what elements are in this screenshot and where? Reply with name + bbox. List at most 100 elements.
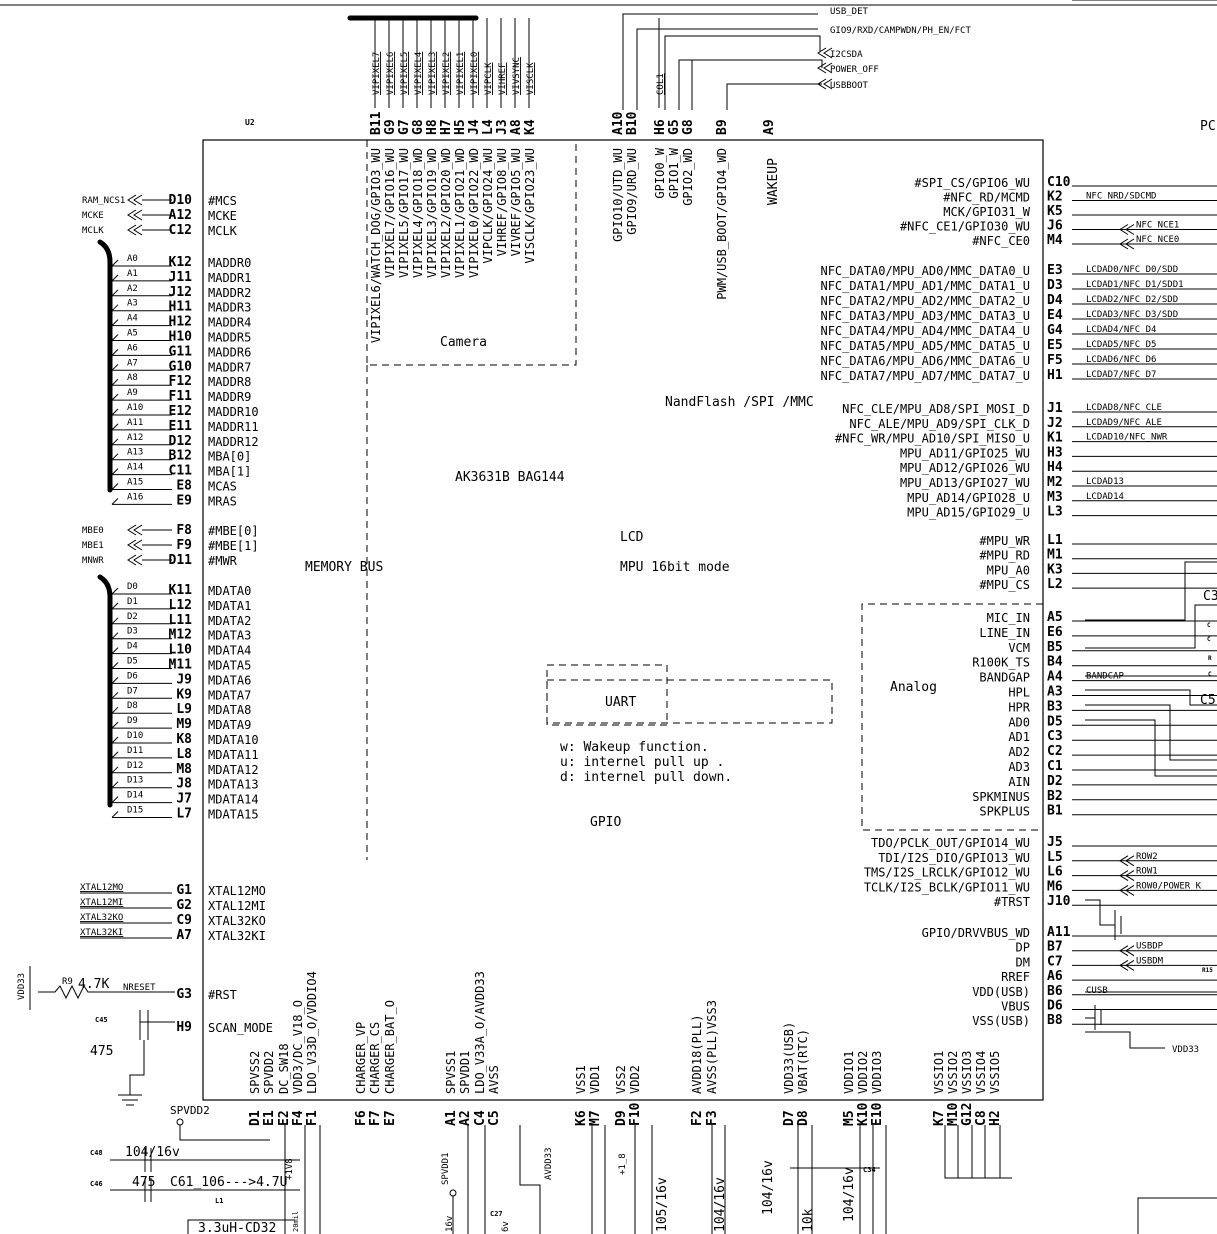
pin-number-B2: B2 <box>1047 789 1063 804</box>
pin-number-M12: M12 <box>169 628 192 643</box>
chevron-MBE1 <box>127 539 137 551</box>
pin-number-M2: M2 <box>1047 475 1063 490</box>
pin-number-C1: C1 <box>1047 759 1063 774</box>
pin-number-bottom-F4: F4 <box>291 1110 306 1126</box>
pin-number-top-11: K4 <box>523 119 538 135</box>
signal-D10: #MCS <box>208 194 237 208</box>
signal-M3: MPU_AD14/GPIO28_U <box>907 491 1030 505</box>
r15-label: R15 <box>1202 967 1213 974</box>
signal-top-7: VIPIXEL0/GPIO22_WD <box>467 148 481 278</box>
signal-K1: #NFC_WR/MPU_AD10/SPI_MISO_U <box>835 432 1030 446</box>
pin-number-E4: E4 <box>1047 308 1063 323</box>
net-A16: A16 <box>127 492 143 502</box>
c46-label: C46 <box>90 1180 103 1188</box>
signal-K12: MADDR0 <box>208 256 251 270</box>
net-E3: LCDAD0/NFC_D0/SDD <box>1086 265 1178 275</box>
net-D4: D4 <box>127 642 138 652</box>
pin-number-F9: F9 <box>176 538 192 553</box>
bus-entry-D9 <box>111 721 119 729</box>
signal-bottom-F1: LDO_V33D_O/VDDIO4 <box>305 971 319 1094</box>
signal-bottom-D9: VSS2 <box>614 1065 628 1094</box>
bus-entry-D0 <box>111 587 119 595</box>
signal-L2: #MPU_CS <box>979 578 1030 592</box>
signal-G11: MADDR6 <box>208 345 251 359</box>
signal-top-4: VIPIXEL3/GPIO19_WD <box>425 148 439 278</box>
chevron-MBE1-inner <box>133 539 143 551</box>
pin-number-H9: H9 <box>176 1020 192 1035</box>
pin-number-bottom-M5: M5 <box>842 1110 857 1126</box>
c-small-3: C <box>1208 671 1212 678</box>
signal-H11: MADDR3 <box>208 301 251 315</box>
net-top-8: VIPCLK <box>484 62 494 95</box>
pin-number-J1: J1 <box>1047 401 1063 416</box>
pin-number-C6: C6 <box>1047 0 1063 4</box>
pin-number-top-8: L4 <box>481 119 496 135</box>
pin-number-L11: L11 <box>169 613 193 628</box>
pin-number-M3: M3 <box>1047 490 1063 505</box>
vcm-wire <box>1085 604 1217 649</box>
pin-number-M4: M4 <box>1047 233 1063 248</box>
chevron-MCKE-inner <box>133 209 143 221</box>
chevron-M4-inner <box>1125 238 1135 250</box>
net-XTAL32KI: XTAL32KI <box>80 928 123 938</box>
chip-part-number: AK3631B BAG144 <box>455 470 565 485</box>
net-A9: A9 <box>127 388 138 398</box>
c3-label: C3 <box>1203 589 1217 604</box>
signal-C12: MCLK <box>208 224 238 238</box>
pin-number-top-7: J4 <box>467 119 482 135</box>
spvdd1-node <box>449 1189 457 1197</box>
pin-number-J9: J9 <box>176 672 192 687</box>
net-top-4: VIPIXEL3 <box>428 52 438 95</box>
pin-number-C3: C3 <box>1047 729 1063 744</box>
net-D8: D8 <box>127 701 138 711</box>
pin-number-K8: K8 <box>176 732 192 747</box>
bus-entry-D3 <box>111 632 119 640</box>
pin-number-bottom-H2: H2 <box>988 1110 1003 1126</box>
spvdd1-label: SPVDD1 <box>441 1152 451 1185</box>
c61-label: C61_106--->4.7U <box>170 1175 287 1190</box>
usb-det-wire <box>622 13 818 110</box>
pin-number-bottom-G12: G12 <box>960 1103 975 1126</box>
signal-L9: MDATA8 <box>208 703 251 717</box>
pin-number-B6: B6 <box>1047 984 1063 999</box>
pin-number-B4: B4 <box>1047 655 1063 670</box>
pin-number-bottom-A2: A2 <box>458 1110 473 1126</box>
signal-bottom-E10: VDDIO3 <box>870 1051 884 1094</box>
pin-number-A3: A3 <box>1047 685 1063 700</box>
avdd33-label: AVDD33 <box>544 1147 554 1180</box>
pin-number-H3: H3 <box>1047 445 1063 460</box>
c104b-label: 104/16v <box>761 1160 776 1215</box>
chevron-top-net-2 <box>817 47 827 59</box>
id-wire <box>1085 1031 1165 1049</box>
net-top-5: VIPIXEL2 <box>442 52 452 95</box>
net-D6: D6 <box>127 671 138 681</box>
pin-number-top-3: G8 <box>411 119 426 135</box>
signal-M9: MDATA9 <box>208 718 251 732</box>
pin-number-bottom-C4: C4 <box>473 1110 488 1126</box>
pin-number-B3: B3 <box>1047 699 1063 714</box>
signal-bottom-E2: DC_SW18 <box>277 1043 291 1094</box>
chevron-M6-inner <box>1125 884 1135 896</box>
signal-M2: MPU_AD13/GPIO27_WU <box>900 476 1030 490</box>
pin-number-J12: J12 <box>169 285 192 300</box>
signal-bottom-F7: CHARGER_CS <box>368 1022 382 1094</box>
signal-B4: R100K_TS <box>972 656 1030 670</box>
bottom-wiring <box>110 1118 1217 1234</box>
signal-F5: NFC_DATA6/MPU_AD6/MMC_DATA6_U <box>820 354 1030 368</box>
signal-bottom-F6: CHARGER_VP <box>354 1022 368 1094</box>
chevron-L6-inner <box>1125 870 1135 882</box>
r10k-label: 10k <box>801 1208 816 1232</box>
net-A0: A0 <box>127 254 138 264</box>
signal-bottom-H2: VSSIO5 <box>988 1051 1002 1094</box>
bus-entry-A14 <box>111 468 119 475</box>
signal-E5: NFC_DATA5/MPU_AD5/MMC_DATA5_U <box>820 339 1030 353</box>
vssio-ground-bus <box>944 1125 1012 1179</box>
net-D3: LCDAD1/NFC_D1/SDD1 <box>1086 280 1184 290</box>
signal-L10: MDATA4 <box>208 644 251 658</box>
signal-top-2: VIPIXEL5/GPIO17_WU <box>397 148 411 278</box>
signal-D3: NFC_DATA1/MPU_AD1/MMC_DATA1_U <box>820 279 1030 293</box>
signal-C3: AD1 <box>1008 730 1030 744</box>
pin-number-bottom-F10: F10 <box>628 1102 643 1126</box>
pin-number-G4: G4 <box>1047 323 1063 338</box>
pin-number-F5: F5 <box>1047 353 1063 368</box>
